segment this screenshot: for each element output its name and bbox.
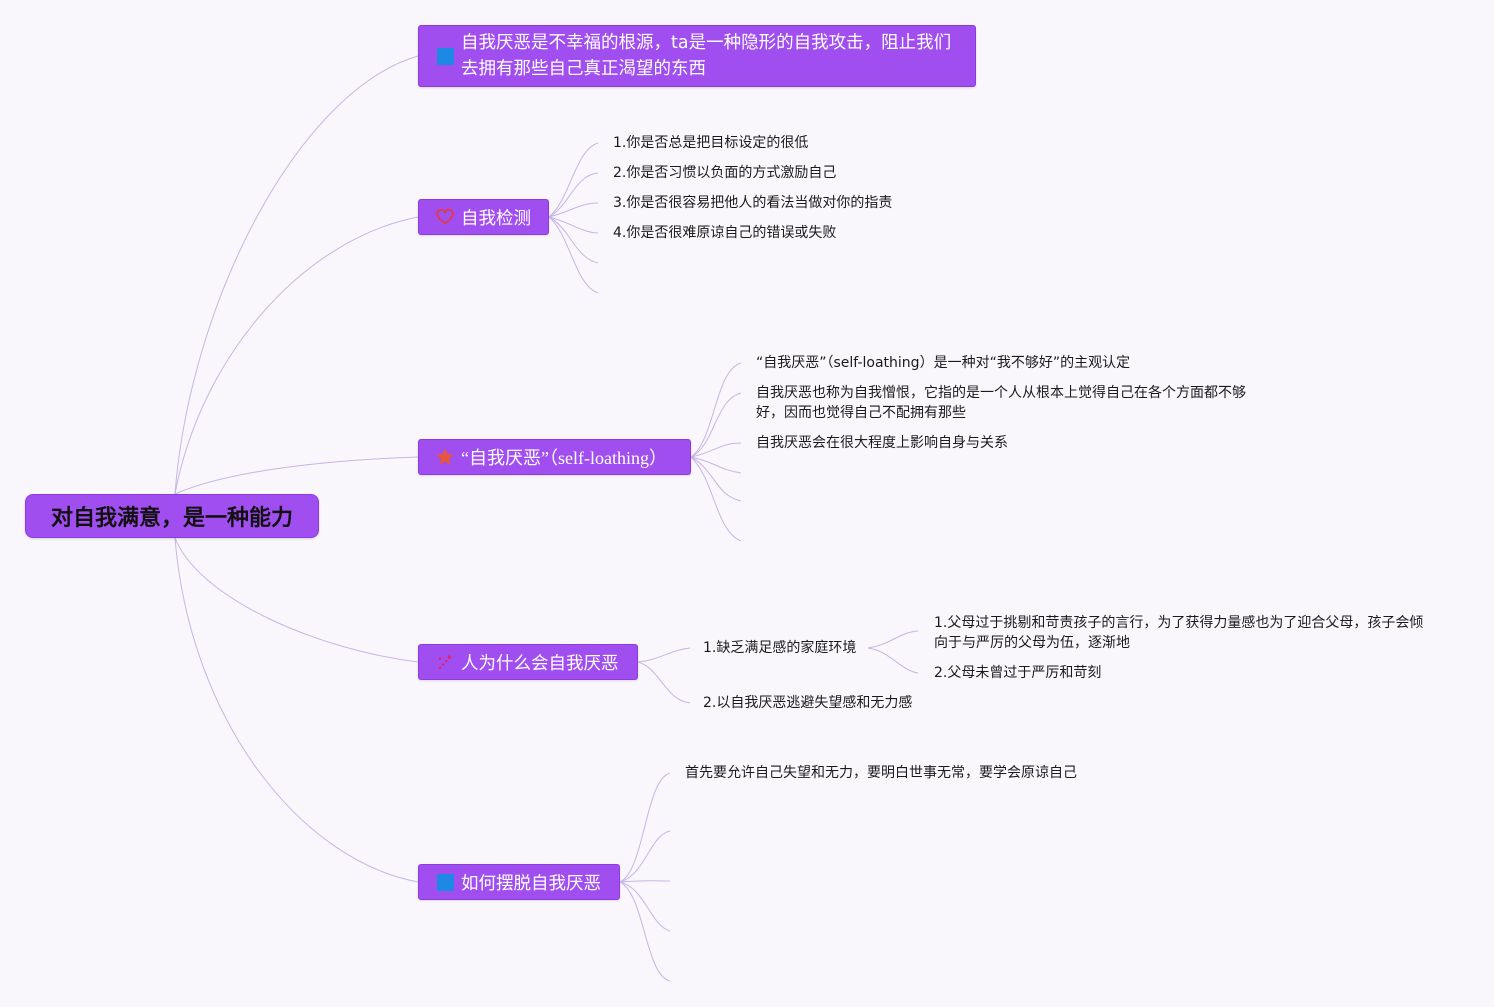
subtopic-definition-2[interactable]: 自我厌恶也称为自我憎恨，它指的是一个人从根本上觉得自己在各个方面都不够好，因而也…	[756, 385, 1246, 421]
star-icon	[435, 447, 455, 467]
subtopic-escape-disappointment[interactable]: 2.以自我厌恶逃避失望感和无力感	[703, 695, 913, 711]
topic-label: 自我厌恶是不幸福的根源，ta是一种隐形的自我攻击，阻止我们去拥有那些自己真正渴望…	[461, 33, 952, 79]
subtopic-parents-not-strict[interactable]: 2.父母未曾过于严厉和苛刻	[934, 665, 1102, 681]
subtopic-definition-3[interactable]: 自我厌恶会在很大程度上影响自身与关系	[756, 435, 1008, 451]
topic-why-self-loathing[interactable]: 人为什么会自我厌恶	[418, 644, 638, 680]
subtopic-check-4[interactable]: 4.你是否很难原谅自己的错误或失败	[613, 225, 837, 241]
blue-square-icon	[435, 872, 455, 892]
topic-how-to-escape[interactable]: 如何摆脱自我厌恶	[418, 864, 620, 900]
subtopic-check-2[interactable]: 2.你是否习惯以负面的方式激励自己	[613, 165, 837, 181]
sparkle-icon	[435, 652, 455, 672]
root-topic-label: 对自我满意，是一种能力	[50, 506, 293, 531]
topic-self-loathing-definition[interactable]: “自我厌恶”（self-loathing）	[418, 439, 691, 475]
heart-outline-icon	[435, 207, 455, 227]
topic-label: “自我厌恶”（self-loathing）	[461, 448, 667, 468]
subtopic-definition-1[interactable]: “自我厌恶”（self-loathing）是一种对“我不够好”的主观认定	[756, 355, 1131, 371]
root-topic[interactable]: 对自我满意，是一种能力	[25, 494, 319, 538]
subtopic-family-environment[interactable]: 1.缺乏满足感的家庭环境	[703, 640, 857, 656]
topic-label: 自我检测	[461, 208, 531, 229]
topic-label: 如何摆脱自我厌恶	[461, 873, 601, 894]
topic-label: 人为什么会自我厌恶	[461, 653, 619, 674]
subtopic-parents-critical[interactable]: 1.父母过于挑剔和苛责孩子的言行，为了获得力量感也为了迎合父母，孩子会倾向于与严…	[934, 615, 1424, 651]
subtopic-check-3[interactable]: 3.你是否很容易把他人的看法当做对你的指责	[613, 195, 893, 211]
topic-self-check[interactable]: 自我检测	[418, 199, 549, 235]
blue-square-icon	[435, 46, 455, 66]
subtopic-check-1[interactable]: 1.你是否总是把目标设定的很低	[613, 135, 809, 151]
topic-self-loathing-root-cause[interactable]: 自我厌恶是不幸福的根源，ta是一种隐形的自我攻击，阻止我们去拥有那些自己真正渴望…	[418, 25, 976, 87]
subtopic-allow-disappointment[interactable]: 首先要允许自己失望和无力，要明白世事无常，要学会原谅自己	[685, 765, 1077, 781]
